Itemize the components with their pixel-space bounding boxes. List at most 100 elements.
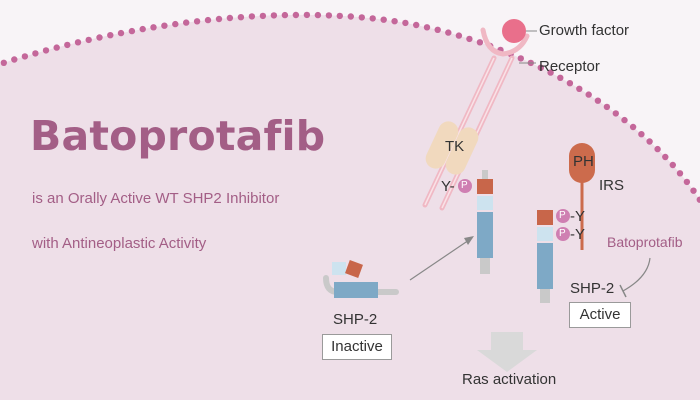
membrane-dot bbox=[237, 14, 245, 21]
membrane-dot bbox=[281, 11, 289, 19]
membrane-dot bbox=[32, 50, 39, 57]
shp2-receptor-bound bbox=[477, 170, 493, 274]
irs-phospho-label-1: P bbox=[559, 210, 566, 221]
irs-y-label-1: -Y bbox=[570, 208, 585, 225]
subtitle-line-1: is an Orally Active WT SHP2 Inhibitor bbox=[32, 190, 280, 207]
membrane-dot bbox=[621, 116, 628, 124]
irs-phospho-dot-1 bbox=[556, 209, 570, 223]
membrane-dot bbox=[248, 13, 256, 20]
membrane-dot bbox=[537, 64, 544, 71]
page-title: Batoprotafib bbox=[30, 112, 326, 160]
shp2-inactive bbox=[323, 260, 399, 298]
membrane-dot bbox=[455, 32, 463, 39]
receptor-phospho-label: P bbox=[461, 180, 468, 191]
membrane-dot bbox=[557, 74, 564, 82]
receptor-phospho-dot bbox=[458, 179, 472, 193]
membrane-dot bbox=[423, 24, 431, 31]
membrane-dot bbox=[53, 44, 60, 51]
membrane-dot bbox=[690, 187, 697, 194]
membrane-dot bbox=[96, 34, 103, 41]
shp2-inactive-label: SHP-2 bbox=[333, 311, 378, 328]
membrane-dot bbox=[566, 80, 574, 87]
shp2-active-bound bbox=[537, 210, 553, 303]
membrane-dot bbox=[638, 131, 645, 138]
membrane-dot bbox=[303, 11, 311, 19]
membrane-dot bbox=[347, 13, 354, 20]
membrane-dot bbox=[696, 196, 700, 203]
membrane-dot bbox=[107, 32, 114, 39]
down-arrow-icon bbox=[477, 332, 537, 372]
ph-label: PH bbox=[573, 153, 594, 170]
membrane-dot bbox=[629, 123, 637, 131]
membrane-dot bbox=[139, 25, 146, 33]
membrane-dot bbox=[434, 26, 441, 33]
tk-label: TK bbox=[445, 138, 465, 155]
irs-y-label-2: -Y bbox=[570, 226, 585, 243]
membrane-dot bbox=[215, 15, 223, 23]
shp2-active-label: SHP-2 bbox=[570, 280, 615, 297]
tk-domain bbox=[425, 121, 479, 175]
membrane-dot bbox=[85, 36, 92, 44]
membrane-dot bbox=[683, 178, 691, 186]
membrane-dot bbox=[64, 41, 71, 49]
membrane-dot bbox=[270, 12, 278, 19]
membrane-dot bbox=[336, 12, 343, 20]
receptor-y-label: Y- bbox=[441, 178, 455, 195]
arrow-icon bbox=[409, 237, 473, 281]
irs-phospho-dot-2 bbox=[556, 227, 570, 241]
membrane-dot bbox=[0, 59, 7, 66]
membrane-dot bbox=[128, 27, 136, 35]
membrane-dot bbox=[226, 14, 234, 22]
membrane-dot bbox=[413, 21, 420, 29]
inhibitor-label: Batoprotafib bbox=[607, 234, 683, 250]
membrane-dot bbox=[476, 39, 484, 46]
membrane-dot bbox=[369, 15, 376, 22]
inactive-state-box: Inactive bbox=[322, 334, 392, 360]
membrane-dot bbox=[576, 85, 583, 93]
membrane-dot bbox=[117, 29, 125, 37]
membrane-dot bbox=[662, 153, 669, 161]
active-state-box: Active bbox=[569, 302, 631, 328]
membrane-dot bbox=[603, 103, 611, 111]
membrane-dot bbox=[466, 35, 473, 43]
membrane-dot bbox=[547, 69, 554, 76]
irs-protein bbox=[569, 143, 595, 250]
membrane-dot bbox=[654, 145, 661, 153]
membrane-dot bbox=[11, 56, 18, 63]
membrane-dot bbox=[669, 161, 676, 169]
membrane-dot bbox=[74, 39, 82, 46]
membrane-dot bbox=[259, 12, 267, 20]
membrane-dot bbox=[150, 24, 157, 31]
membrane-dot bbox=[325, 12, 333, 19]
membrane-dot bbox=[585, 91, 592, 98]
membrane-dot bbox=[314, 11, 322, 19]
membrane-dot bbox=[391, 18, 398, 25]
membrane-dot bbox=[445, 29, 452, 36]
membrane-dot bbox=[380, 16, 387, 23]
membrane-dot bbox=[204, 16, 212, 24]
subtitle-line-2: with Antineoplastic Activity bbox=[32, 235, 207, 252]
growth-factor-label: Growth factor bbox=[539, 22, 630, 39]
cell-body bbox=[0, 14, 700, 400]
inhibition-bar-icon bbox=[622, 257, 651, 292]
membrane-dot bbox=[517, 55, 524, 62]
irs-label: IRS bbox=[599, 177, 625, 194]
membrane-dot bbox=[594, 97, 602, 104]
membrane-dot bbox=[402, 19, 409, 27]
membrane-dot bbox=[161, 22, 168, 29]
membrane-dot bbox=[612, 110, 619, 117]
membrane-dot bbox=[646, 138, 653, 145]
receptor-cup bbox=[480, 27, 530, 57]
ras-activation-label: Ras activation bbox=[462, 371, 557, 388]
membrane-dot bbox=[358, 14, 365, 21]
receptor-label: Receptor bbox=[539, 58, 600, 75]
membrane-dot bbox=[172, 20, 179, 28]
irs-phospho-label-2: P bbox=[559, 228, 566, 239]
membrane-dot bbox=[676, 170, 684, 177]
growth-factor-ball bbox=[502, 19, 526, 43]
receptor bbox=[422, 27, 530, 211]
arrow-head bbox=[464, 236, 474, 245]
membrane-dot bbox=[292, 11, 300, 19]
membrane-dot bbox=[193, 18, 201, 25]
